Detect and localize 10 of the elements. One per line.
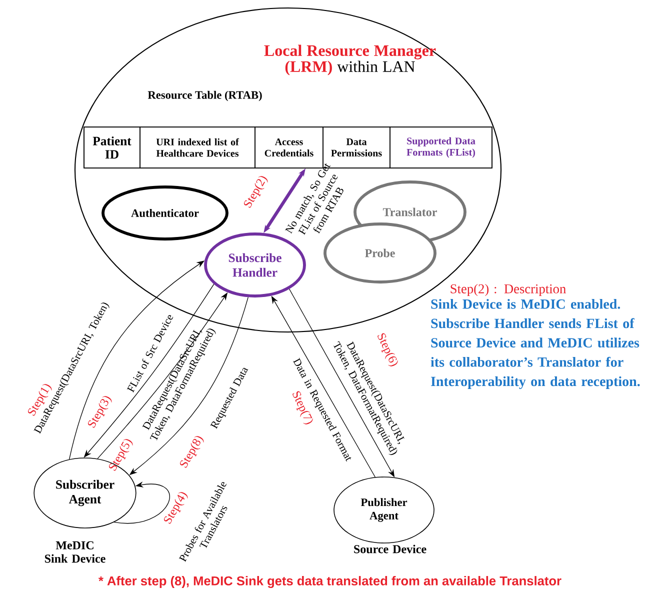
table-cell: URI indexed list of Healthcare Devices <box>140 126 256 168</box>
description-text: Sink Device is MeDIC enabled. Subscribe Handler sends FList of Source Device and MeDIC utilizes its collaborator’s Translator for Interoperability on data reception. <box>430 298 640 390</box>
footnote: * After step (8), MeDIC Sink gets data translated from an available Translator <box>98 576 562 588</box>
table-cell: Patient ID <box>84 126 140 168</box>
device-caption: Source Device <box>354 544 426 554</box>
table-cell: Access Credentials <box>254 126 324 168</box>
node-label: Resource Table (RTAB) <box>148 90 262 102</box>
table-cell: Supported Data Formats (FList) <box>390 126 492 168</box>
device-caption: MeDIC Sink Device <box>44 541 106 563</box>
description-heading: Step(2) : Description <box>450 284 566 296</box>
